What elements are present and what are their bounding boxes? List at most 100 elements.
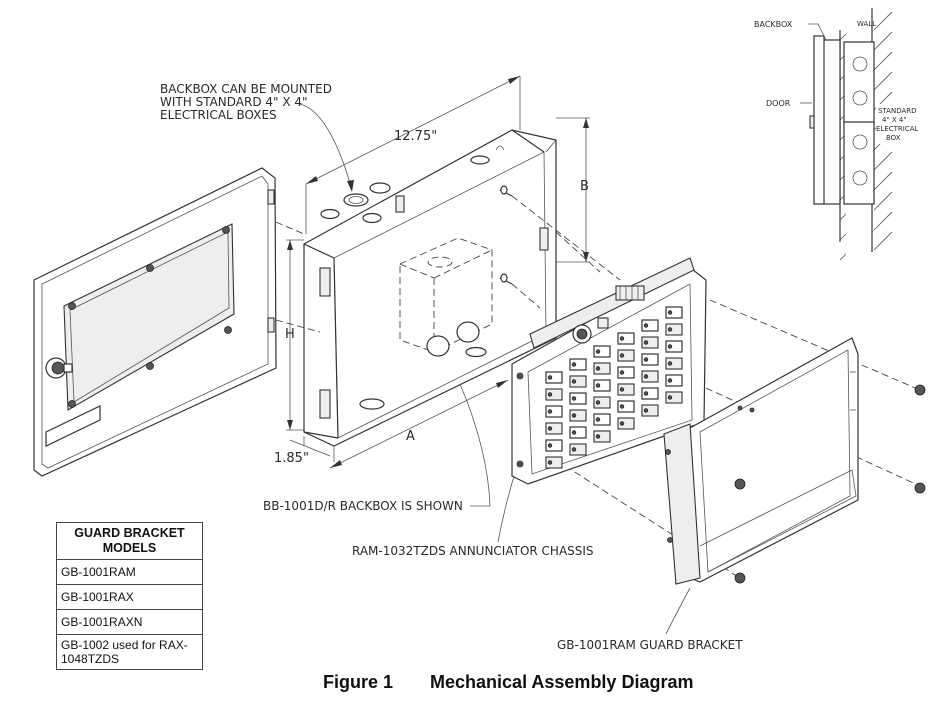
led-cell <box>617 400 635 413</box>
bottom-knockout <box>359 398 385 410</box>
dimension-b: B <box>556 117 590 263</box>
led-cell <box>617 366 635 379</box>
mount-note-line-1: BACKBOX CAN BE MOUNTED <box>160 82 332 96</box>
top-knockouts <box>320 145 505 224</box>
hatch-line <box>873 151 893 171</box>
led-dot <box>595 417 601 422</box>
annunciator-chassis <box>511 257 707 485</box>
led-cell <box>593 379 611 392</box>
led-dot <box>667 310 673 315</box>
led-dot <box>571 362 577 367</box>
chassis-screw <box>516 372 524 380</box>
hatch-line <box>839 213 847 221</box>
inset-std-line-2: 4" X 4" <box>882 116 907 124</box>
hatch-line <box>873 11 893 31</box>
led-dot <box>595 383 601 388</box>
inset-std-line-1: STANDARD <box>878 107 917 115</box>
door-lock-icon <box>45 357 73 379</box>
led-dot <box>595 400 601 405</box>
led-dot <box>667 395 673 400</box>
led-dot <box>643 323 649 328</box>
led-zone-grid <box>545 306 683 469</box>
led-dot <box>643 357 649 362</box>
dim-depth-label: 1.85" <box>274 451 309 466</box>
led-cell <box>569 443 587 456</box>
led-dot <box>595 349 601 354</box>
callout-backbox-shown: BB-1001D/R BACKBOX IS SHOWN <box>263 383 491 513</box>
led-cell <box>593 362 611 375</box>
inset-std-line-3: ELECTRICAL <box>876 125 919 133</box>
hatch-line <box>873 71 893 91</box>
led-cell <box>665 306 683 319</box>
guard-bracket <box>663 337 859 585</box>
led-dot <box>667 327 673 332</box>
led-dot <box>643 408 649 413</box>
mount-note-line-3: ELECTRICAL BOXES <box>160 108 277 122</box>
led-cell <box>545 388 563 401</box>
chassis-label: RAM-1032TZDS ANNUNCIATOR CHASSIS <box>352 544 594 558</box>
led-dot <box>547 375 553 380</box>
hatch-line <box>873 231 893 251</box>
figure-title: Mechanical Assembly Diagram <box>430 672 694 692</box>
door-panel <box>33 167 277 477</box>
led-dot <box>619 421 625 426</box>
figure-number: Figure 1 <box>323 672 394 692</box>
inset-door-label: DOOR <box>766 99 791 108</box>
led-dot <box>595 434 601 439</box>
hatch-line <box>873 171 893 191</box>
led-cell <box>641 387 659 400</box>
dim-width-label: 12.75" <box>394 129 437 144</box>
led-cell <box>665 374 683 387</box>
led-cell <box>617 332 635 345</box>
table-cell: GB-1001RAX <box>56 584 203 610</box>
side-bracket <box>395 195 405 213</box>
table-row: GB-1002 used for RAX-1048TZDS <box>56 634 203 670</box>
dim-b-label: B <box>580 179 589 194</box>
led-cell <box>569 392 587 405</box>
led-dot <box>619 336 625 341</box>
callout-backbox-mount: BACKBOX CAN BE MOUNTED WITH STANDARD 4" … <box>160 82 354 192</box>
inset-backbox-label: BACKBOX <box>754 20 793 29</box>
table-row: GB-1001RAM <box>56 559 203 585</box>
dimension-width: 12.75" <box>305 75 521 234</box>
table-cell: GB-1002 used for RAX-1048TZDS <box>56 634 203 670</box>
led-cell <box>545 405 563 418</box>
led-dot <box>571 413 577 418</box>
led-cell <box>545 422 563 435</box>
led-dot <box>643 340 649 345</box>
hatch-line <box>873 191 893 211</box>
led-dot <box>619 370 625 375</box>
mounting-screws <box>734 384 926 584</box>
led-cell <box>569 409 587 422</box>
led-cell <box>641 370 659 383</box>
guard-bracket-models-table: GUARD BRACKET MODELS GB-1001RAM GB-1001R… <box>56 522 203 670</box>
led-cell <box>593 430 611 443</box>
dim-a-label: A <box>406 429 415 444</box>
led-dot <box>547 392 553 397</box>
dimension-a: A <box>329 379 509 469</box>
led-dot <box>643 374 649 379</box>
bottom-knockout <box>465 346 487 358</box>
hatch-line <box>839 253 847 261</box>
connector-icon <box>615 285 645 301</box>
led-cell <box>665 391 683 404</box>
dimension-depth: 1.85" <box>274 436 335 466</box>
guard-bracket-label: GB-1001RAM GUARD BRACKET <box>557 638 743 652</box>
table-header-row: GUARD BRACKET MODELS <box>56 522 203 560</box>
backbox <box>303 129 557 447</box>
keyswitch-icon <box>572 317 609 344</box>
callout-chassis: RAM-1032TZDS ANNUNCIATOR CHASSIS <box>352 475 594 558</box>
back-knockout <box>426 335 450 357</box>
led-cell <box>665 357 683 370</box>
led-dot <box>547 460 553 465</box>
led-dot <box>571 447 577 452</box>
side-bracket <box>319 267 331 297</box>
led-cell <box>617 349 635 362</box>
led-dot <box>667 361 673 366</box>
hatch-line <box>839 33 847 41</box>
table-cell: GB-1001RAXN <box>56 609 203 635</box>
led-cell <box>641 319 659 332</box>
led-dot <box>667 344 673 349</box>
side-bracket <box>319 389 331 419</box>
